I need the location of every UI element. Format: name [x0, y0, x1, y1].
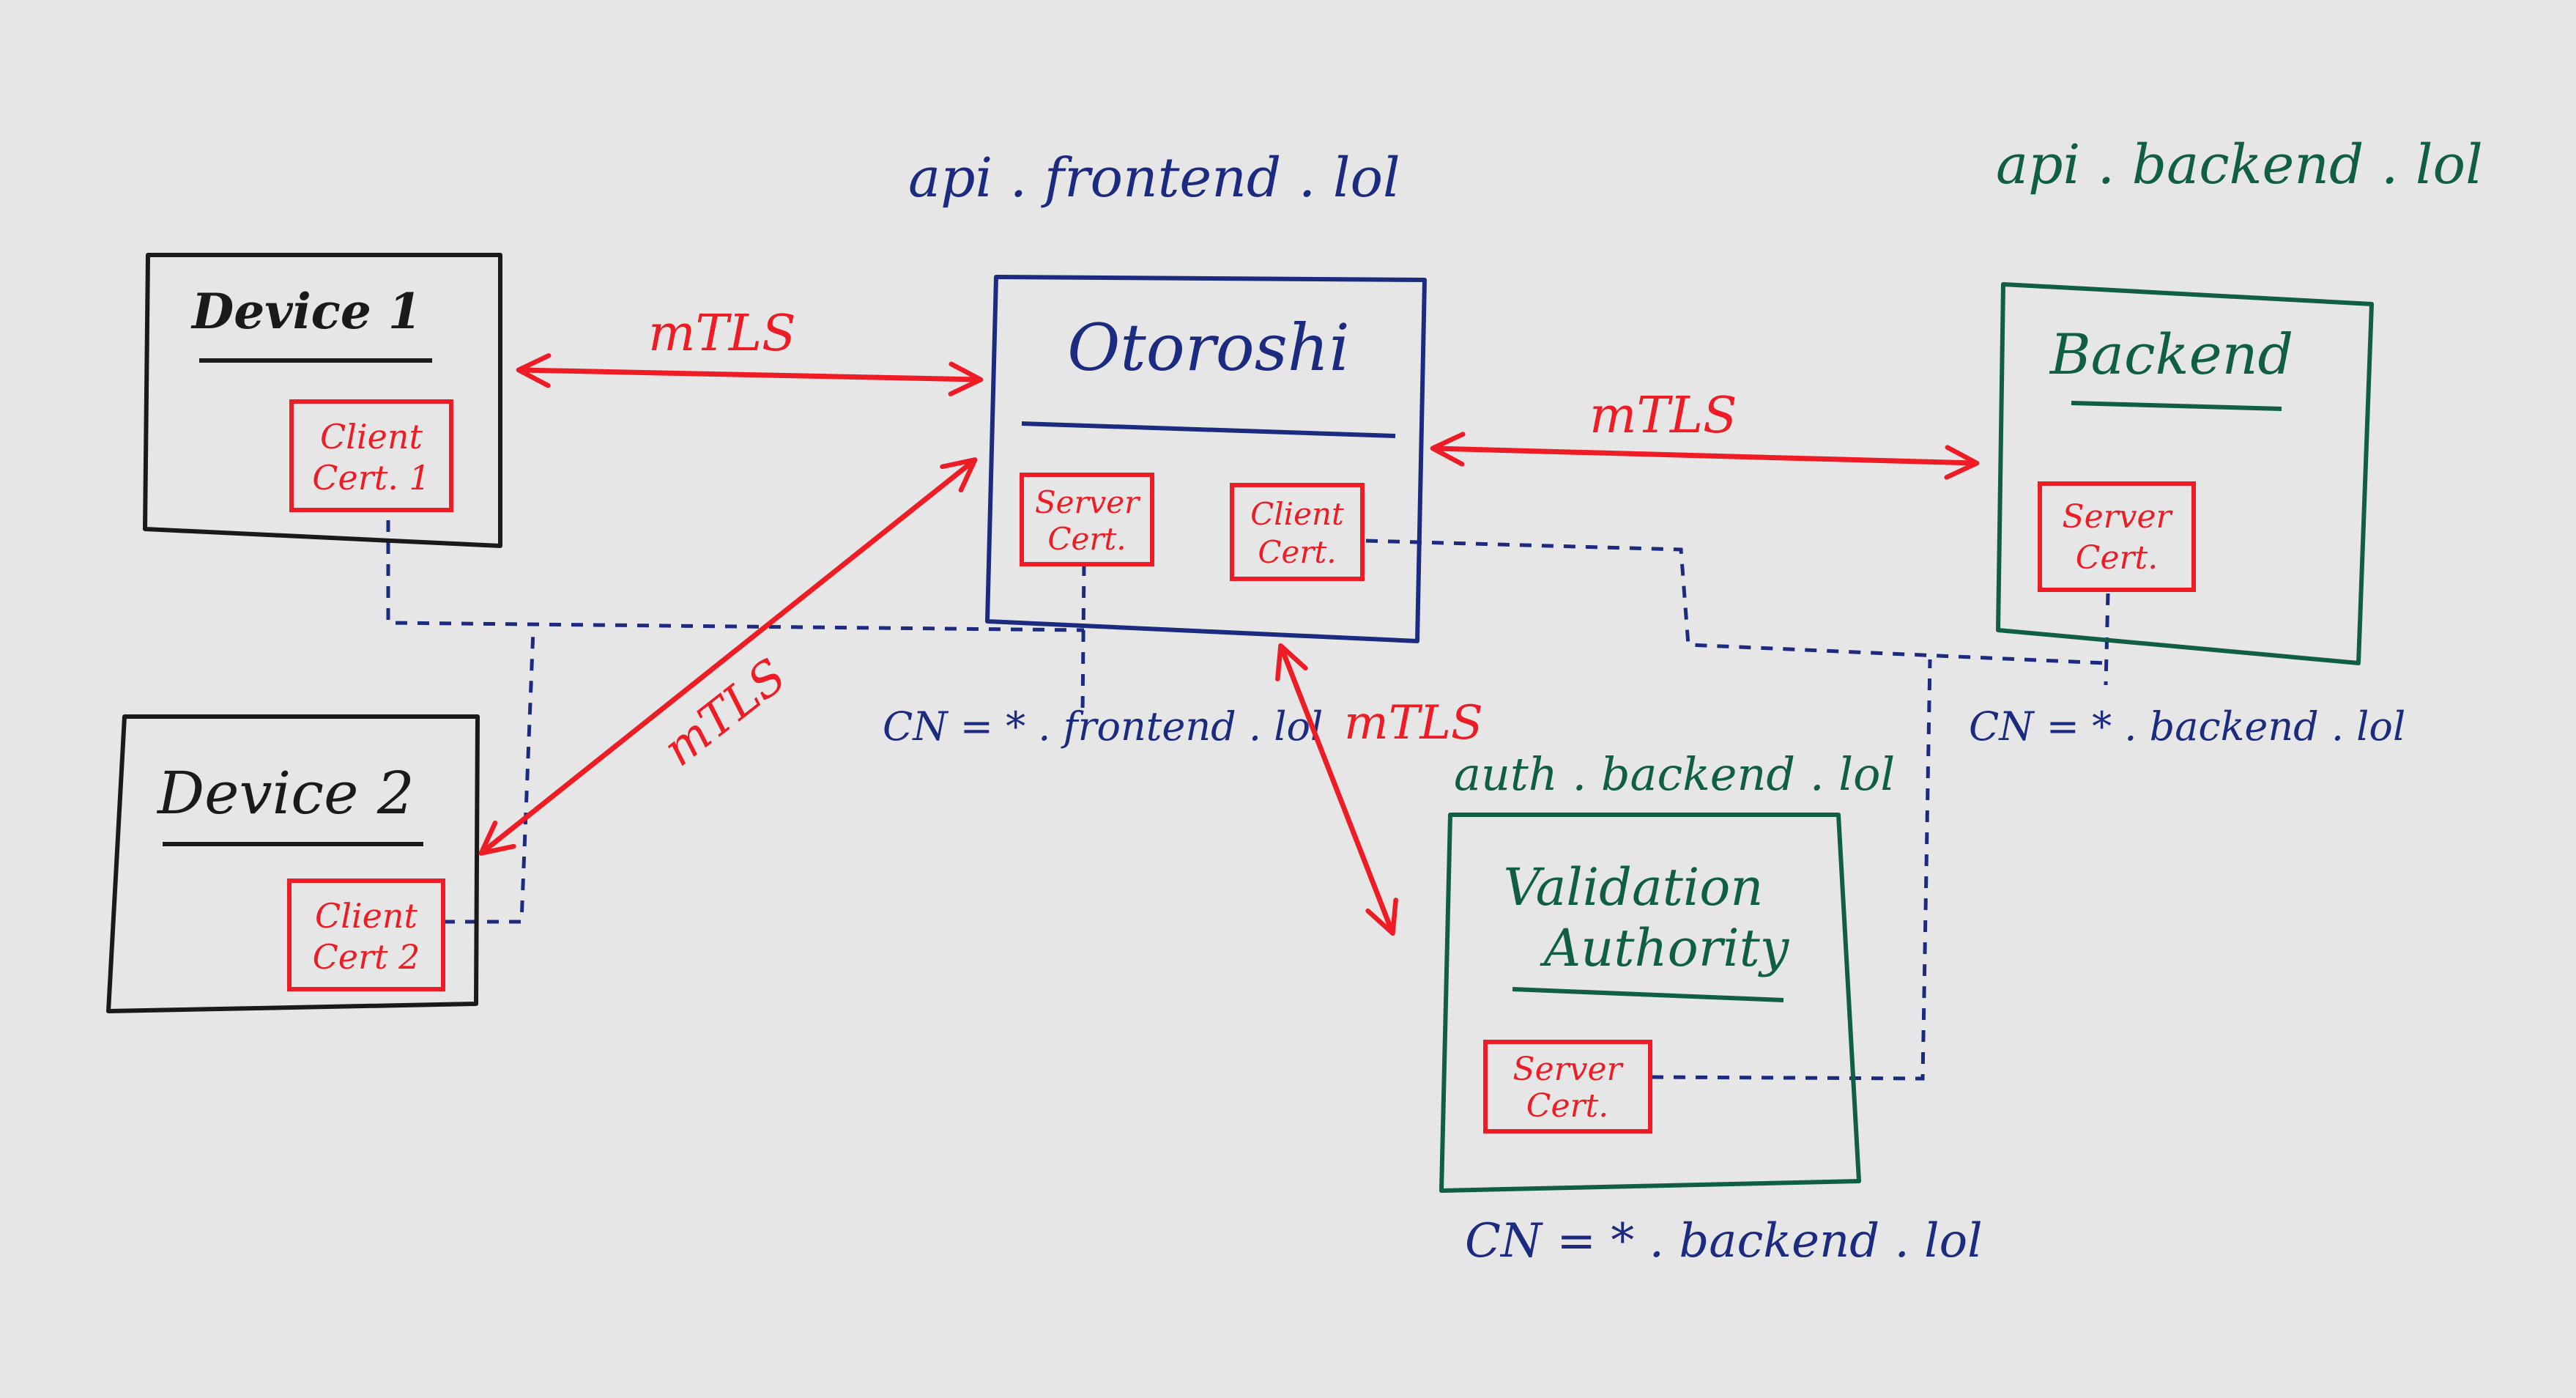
validation-title-line1: Validation: [1504, 857, 1764, 917]
otoroshi-server-cert-box[interactable]: [1020, 473, 1154, 566]
otoroshi-server-cert-line1: Server: [1035, 484, 1141, 520]
backend-title-underline: [2071, 401, 2282, 411]
dashed-otoroshi-server-cn: [1080, 563, 1086, 715]
backend-title: Backend: [2049, 322, 2293, 387]
otoroshi-client-cert-line1: Client: [1250, 496, 1344, 532]
mtls-arrows: [478, 353, 1980, 936]
backend-cn-label: CN = * . backend . lol: [1969, 703, 2405, 750]
validation-title-line2: Authority: [1540, 918, 1790, 978]
backend-domain-label: api . backend . lol: [1996, 133, 2483, 196]
otoroshi-client-cert-line2: Cert.: [1258, 534, 1336, 570]
dashed-device1-trust: [386, 520, 1085, 632]
otoroshi-node[interactable]: Otoroshi Server Cert. Client Cert.: [985, 275, 1427, 643]
arrow-otoroshi-validation: [1275, 643, 1398, 936]
backend-server-cert-line1: Server: [2062, 498, 2173, 536]
otoroshi-divider: [1021, 421, 1396, 438]
device1-node[interactable]: Device 1 Client Cert. 1: [143, 253, 502, 548]
mtls-label-validation: mTLS: [1344, 696, 1483, 750]
arrow-otoroshi-backend: [1430, 432, 1980, 480]
validation-node[interactable]: Validation Authority Server Cert.: [1439, 813, 1861, 1193]
otoroshi-box: [985, 275, 1427, 643]
device1-client-cert-line2: Cert. 1: [312, 458, 430, 498]
auth-domain-label: auth . backend . lol: [1454, 747, 1895, 801]
backend-box: [1996, 282, 2374, 665]
validation-server-cert-line2: Cert.: [1526, 1087, 1608, 1125]
otoroshi-cn-label: CN = * . frontend . lol: [883, 703, 1323, 750]
device1-client-cert-line1: Client: [320, 417, 423, 456]
dashed-validation-trust: [1651, 659, 1932, 1081]
validation-server-cert-box[interactable]: [1483, 1040, 1652, 1133]
mtls-label-device2: mTLS: [653, 648, 796, 777]
frontend-domain-label: api . frontend . lol: [908, 147, 1400, 210]
backend-node[interactable]: Backend Server Cert.: [1996, 282, 2374, 665]
mtls-label-backend: mTLS: [1589, 387, 1737, 445]
device1-title: Device 1: [190, 283, 422, 340]
otoroshi-client-cert-box[interactable]: [1230, 483, 1365, 581]
device1-client-cert-box[interactable]: [289, 399, 453, 512]
validation-cn-label: CN = * . backend . lol: [1465, 1214, 1983, 1268]
validation-server-cert-line1: Server: [1512, 1051, 1624, 1088]
dashed-device2-trust: [443, 629, 535, 924]
device2-box: [106, 714, 480, 1013]
device2-client-cert-line2: Cert 2: [313, 937, 420, 977]
device2-client-cert-line1: Client: [315, 896, 417, 936]
device2-client-cert-box[interactable]: [287, 879, 445, 991]
device2-node[interactable]: Device 2 Client Cert 2: [106, 714, 480, 1013]
backend-server-cert-box[interactable]: [2038, 481, 2196, 592]
validation-title-underline: [1512, 987, 1784, 1002]
otoroshi-server-cert-line2: Cert.: [1047, 521, 1126, 557]
arrow-device2-otoroshi: [478, 457, 978, 856]
dashed-otoroshi-client-trust: [1365, 539, 2107, 665]
otoroshi-title: Otoroshi: [1067, 310, 1350, 385]
backend-server-cert-line2: Cert.: [2076, 539, 2158, 577]
mtls-label-device1: mTLS: [648, 305, 796, 363]
device2-title: Device 2: [156, 759, 415, 827]
arrow-device1-otoroshi: [516, 353, 984, 396]
validation-box: [1439, 813, 1861, 1193]
